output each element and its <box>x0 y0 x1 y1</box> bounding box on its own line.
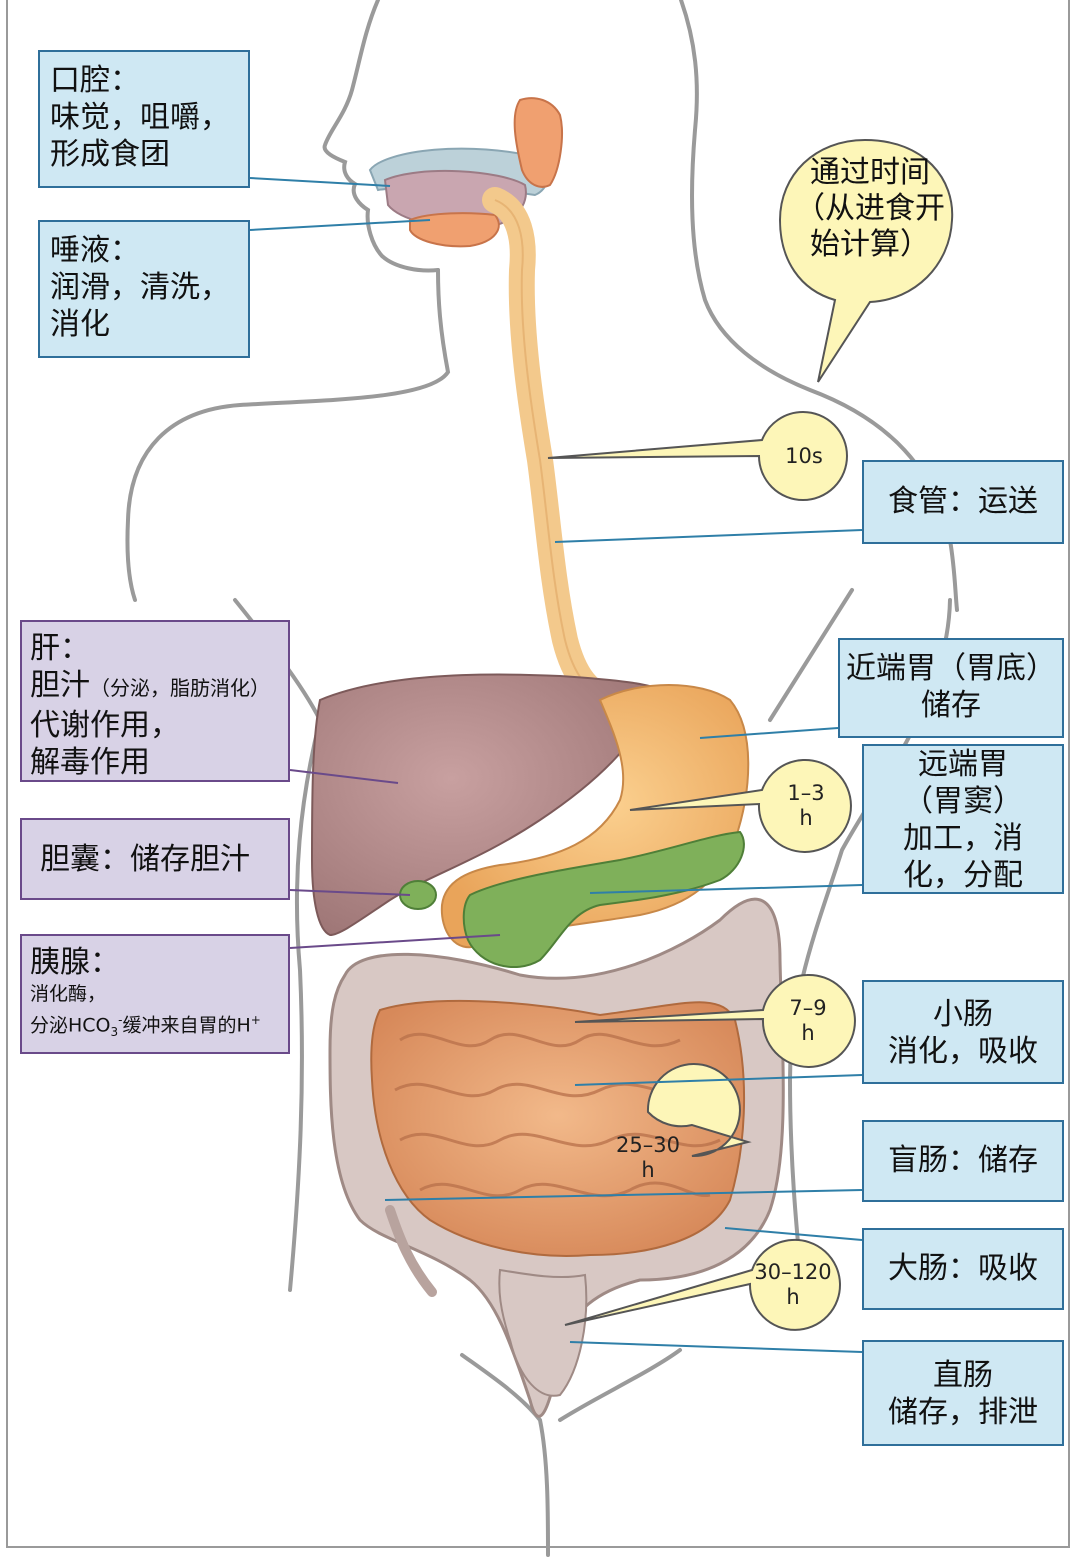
time-bubble-small-intestine: 7–9 h <box>762 975 854 1067</box>
transit-callout-line1: 通过时间 <box>810 155 930 190</box>
time-bubble-esophagus: 10s <box>760 412 848 500</box>
label-mouth-line2: 味觉，咀嚼， <box>50 100 230 135</box>
label-large-intestine: 大肠：吸收 <box>862 1228 1064 1310</box>
label-proximal-stomach: 近端胃（胃底） 储存 <box>838 638 1064 738</box>
label-saliva-line2: 润滑，清洗， <box>50 270 230 305</box>
time-bubble-large-intestine-value: 30–120 <box>754 1260 832 1284</box>
label-pancreas-subscript: 3 <box>110 1025 119 1040</box>
time-bubble-small-intestine-unit: h <box>801 1021 815 1045</box>
liver-shape <box>310 673 662 937</box>
label-distal-stomach-line2: （胃窦） <box>903 784 1023 819</box>
label-pancreas-title: 胰腺： <box>30 945 120 980</box>
label-small-intestine-line2: 消化，吸收 <box>888 1034 1038 1069</box>
time-bubble-shapes <box>547 410 856 1331</box>
transit-callout-line2: （从进食开 <box>795 191 945 226</box>
label-small-intestine: 小肠 消化，吸收 <box>862 980 1064 1084</box>
label-pancreas: 胰腺： 消化酶， 分泌HCO3-缓冲来自胃的H+ <box>20 934 290 1054</box>
time-bubble-stomach: 1–3 h <box>760 760 852 852</box>
label-esophagus-text: 食管：运送 <box>888 484 1038 519</box>
transit-callout-line3: 始计算） <box>810 227 930 262</box>
time-bubble-cecum-unit: h <box>641 1158 655 1182</box>
label-pancreas-line3: 分泌HCO3-缓冲来自胃的H+ <box>30 1007 280 1045</box>
label-proximal-stomach-line1: 近端胃（胃底） <box>846 651 1056 686</box>
label-liver: 肝： 胆汁（分泌，脂肪消化） 代谢作用， 解毒作用 <box>20 620 290 782</box>
label-rectum-line1: 直肠 <box>933 1358 993 1393</box>
time-bubble-cecum: 25–30 h <box>602 1112 694 1204</box>
label-liver-bile-note: （分泌，脂肪消化） <box>90 676 270 700</box>
time-bubble-small-intestine-value: 7–9 <box>789 996 827 1020</box>
transit-time-callout: 通过时间 （从进食开 始计算） <box>790 155 950 263</box>
label-proximal-stomach-line2: 储存 <box>921 688 981 723</box>
label-rectum-line2: 储存，排泄 <box>888 1395 1038 1430</box>
oral-cavity-illustration <box>368 97 618 713</box>
time-bubble-large-intestine: 30–120 h <box>748 1240 838 1330</box>
time-bubble-stomach-value: 1–3 <box>787 781 825 805</box>
small-intestine-shape <box>370 999 746 1257</box>
time-bubble-stomach-unit: h <box>799 806 813 830</box>
appendix-shape <box>385 1205 437 1297</box>
label-rectum: 直肠 储存，排泄 <box>862 1340 1064 1446</box>
label-gallbladder: 胆囊：储存胆汁 <box>20 818 290 900</box>
rectum-shape <box>498 1268 588 1397</box>
label-cecum-text: 盲肠：储存 <box>888 1143 1038 1178</box>
label-pancreas-superscript: - <box>118 1013 123 1027</box>
label-liver-line3: 代谢作用， <box>30 708 180 743</box>
time-bubble-large-intestine-unit: h <box>786 1285 800 1309</box>
label-saliva-line3: 消化 <box>50 307 110 342</box>
label-liver-title: 肝： <box>30 631 90 666</box>
label-large-intestine-text: 大肠：吸收 <box>888 1251 1038 1286</box>
label-liver-line2: 胆汁（分泌，脂肪消化） <box>30 667 280 707</box>
label-distal-stomach-line4: 化，分配 <box>903 858 1023 893</box>
label-distal-stomach-line3: 加工，消 <box>903 821 1023 856</box>
time-bubble-cecum-value: 25–30 <box>616 1133 680 1157</box>
figure-frame <box>6 0 1070 1548</box>
label-liver-line4: 解毒作用 <box>30 745 150 780</box>
time-bubble-esophagus-value: 10s <box>785 443 823 468</box>
label-esophagus: 食管：运送 <box>862 460 1064 544</box>
label-pancreas-hco3: 分泌HCO <box>30 1014 111 1037</box>
label-distal-stomach-line1: 远端胃 <box>918 747 1008 782</box>
small-intestine-folds <box>394 1032 721 1198</box>
label-saliva-title: 唾液： <box>50 233 140 268</box>
label-pancreas-plus: + <box>250 1013 261 1027</box>
label-mouth-line3: 形成食团 <box>50 137 170 172</box>
label-liver-bile: 胆汁 <box>30 668 90 703</box>
label-cecum: 盲肠：储存 <box>862 1120 1064 1202</box>
leader-lines-purple <box>289 769 501 949</box>
leader-lines <box>249 177 863 1353</box>
label-saliva: 唾液： 润滑，清洗， 消化 <box>38 220 250 358</box>
transit-callout-bubble <box>778 138 954 383</box>
label-pancreas-buffer: 缓冲来自胃的H <box>122 1014 251 1037</box>
label-mouth-title: 口腔： <box>50 63 140 98</box>
label-pancreas-line2: 消化酶， <box>30 983 107 1005</box>
label-mouth: 口腔： 味觉，咀嚼， 形成食团 <box>38 50 250 188</box>
label-gallbladder-text: 胆囊：储存胆汁 <box>40 842 250 877</box>
label-distal-stomach: 远端胃 （胃窦） 加工，消 化，分配 <box>862 744 1064 894</box>
label-small-intestine-line1: 小肠 <box>933 997 993 1032</box>
